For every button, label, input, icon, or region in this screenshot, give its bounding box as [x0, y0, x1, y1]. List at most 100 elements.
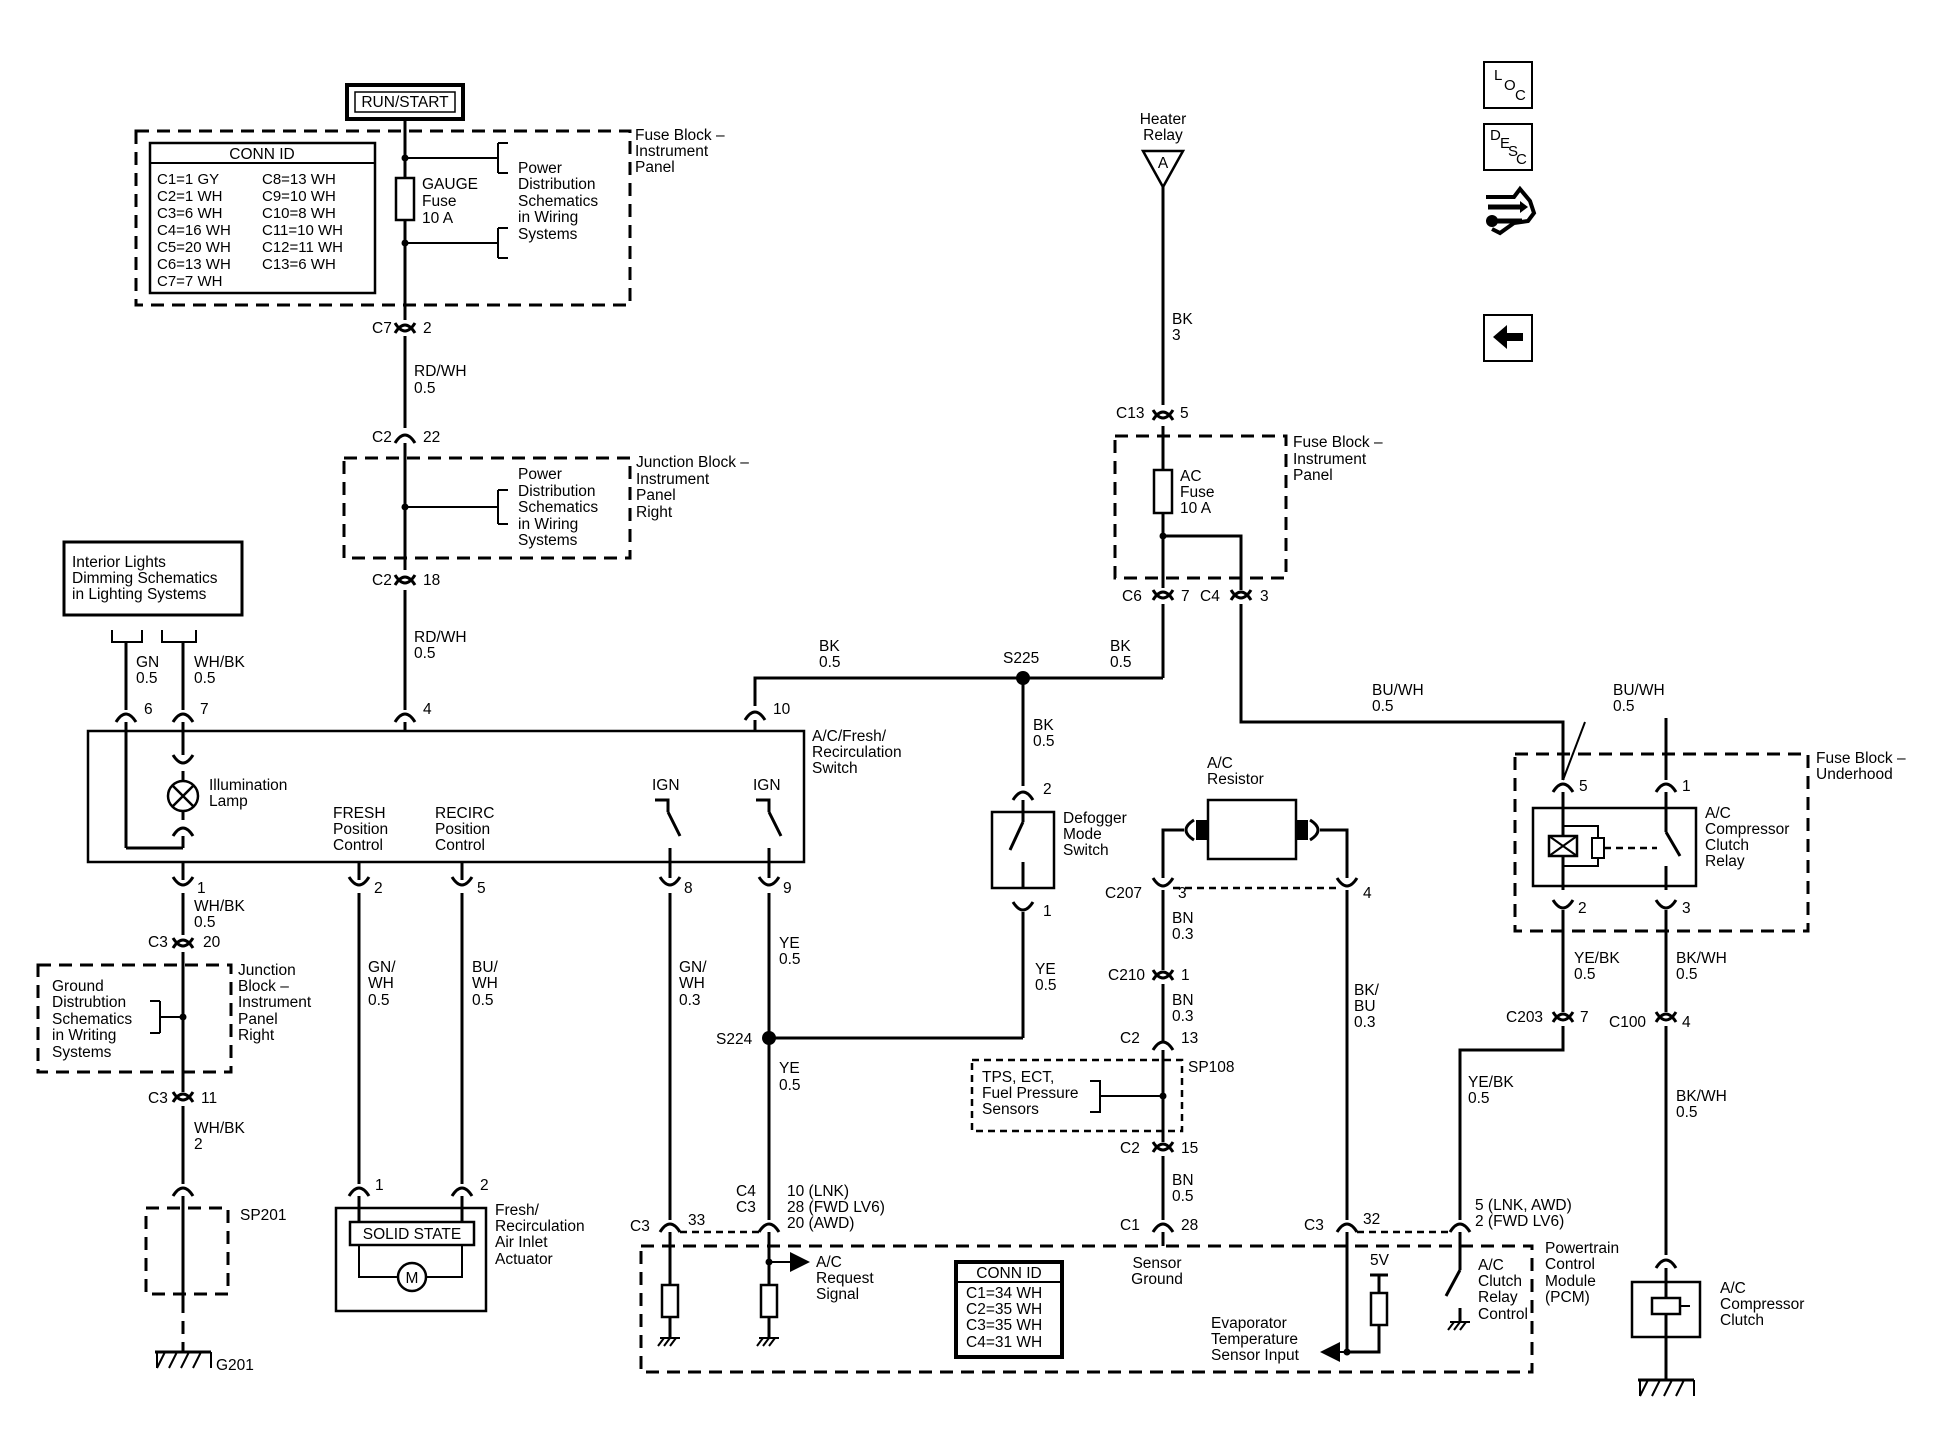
svg-text:8: 8: [684, 880, 693, 897]
svg-text:Temperature: Temperature: [1211, 1331, 1298, 1348]
svg-text:32: 32: [1363, 1211, 1380, 1228]
svg-text:33: 33: [688, 1212, 705, 1229]
svg-text:C3: C3: [148, 934, 168, 951]
svg-text:Clutch: Clutch: [1720, 1312, 1764, 1329]
wire-buwh: BU/ WH 0.5: [472, 959, 499, 1009]
pcm-module: [639, 1244, 1534, 1374]
gauge-fuse-label: GAUGE Fuse 10 A: [422, 176, 478, 227]
heater-relay-connector: [1140, 149, 1186, 190]
svg-text:(PCM): (PCM): [1545, 1289, 1590, 1306]
svg-text:Fuse: Fuse: [422, 193, 456, 210]
junction-block-label-2: Junction Block – Instrument Panel Right: [238, 962, 312, 1044]
svg-text:0.5: 0.5: [1110, 654, 1132, 671]
ac-fuse-label: AC Fuse 10 A: [1180, 468, 1214, 517]
svg-text:CONN ID: CONN ID: [229, 146, 294, 163]
svg-text:Control: Control: [1545, 1256, 1595, 1273]
svg-text:C4=31 WH: C4=31 WH: [966, 1334, 1042, 1351]
svg-text:Lamp: Lamp: [209, 793, 248, 810]
svg-text:0.5: 0.5: [1676, 966, 1698, 983]
svg-text:1: 1: [197, 880, 206, 897]
svg-text:C2=35 WH: C2=35 WH: [966, 1301, 1042, 1318]
svg-text:A/C: A/C: [1207, 755, 1233, 772]
svg-text:Systems: Systems: [518, 532, 578, 549]
power-dist-label-mid: Power Distribution Schematics in Wiring …: [518, 466, 598, 549]
svg-text:C5=20 WH: C5=20 WH: [157, 239, 231, 256]
arrow-left-icon: [1493, 325, 1523, 349]
svg-text:Fuse: Fuse: [1180, 484, 1214, 501]
svg-text:BK: BK: [1110, 638, 1131, 655]
svg-text:5: 5: [1180, 405, 1189, 422]
svg-text:C3: C3: [736, 1199, 756, 1216]
svg-text:AC: AC: [1180, 468, 1202, 485]
wire-gnwh: GN/ WH 0.5: [368, 959, 396, 1009]
ground-dist-label: Ground Distrubtion Schematics in Writing…: [52, 978, 132, 1061]
back-button[interactable]: [1483, 314, 1533, 362]
splice-s224: [762, 1031, 776, 1045]
svg-text:C12=11 WH: C12=11 WH: [262, 239, 343, 256]
svg-text:YE: YE: [1035, 961, 1056, 978]
svg-text:7: 7: [1580, 1009, 1589, 1026]
svg-text:2: 2: [1043, 781, 1052, 798]
svg-text:M: M: [406, 1270, 419, 1287]
svg-text:A: A: [1158, 155, 1169, 172]
svg-text:GN: GN: [136, 654, 159, 671]
svg-text:C13=6 WH: C13=6 WH: [262, 256, 336, 273]
svg-text:20 (AWD): 20 (AWD): [787, 1215, 854, 1232]
svg-text:10 A: 10 A: [422, 210, 454, 227]
svg-text:Block –: Block –: [238, 978, 289, 995]
svg-text:2: 2: [1578, 900, 1587, 917]
svg-text:3: 3: [1260, 588, 1269, 605]
svg-text:BU/WH: BU/WH: [1372, 682, 1424, 699]
svg-text:in Writing: in Writing: [52, 1027, 116, 1044]
svg-text:Power: Power: [518, 160, 562, 177]
svg-text:Schematics: Schematics: [52, 1011, 132, 1028]
svg-text:0.5: 0.5: [1574, 966, 1596, 983]
svg-text:0.3: 0.3: [1172, 1008, 1194, 1025]
svg-text:Position: Position: [333, 821, 388, 838]
svg-text:BU/: BU/: [472, 959, 499, 976]
diagnostics-icon[interactable]: [1480, 183, 1538, 241]
svg-text:Air Inlet: Air Inlet: [495, 1234, 548, 1251]
svg-text:BK/: BK/: [1354, 982, 1380, 999]
location-button[interactable]: L O C: [1483, 61, 1533, 109]
svg-text:C13: C13: [1116, 405, 1144, 422]
motor-icon: [396, 1261, 428, 1293]
svg-text:Systems: Systems: [52, 1044, 112, 1061]
svg-text:Control: Control: [333, 837, 383, 854]
svg-text:Schematics: Schematics: [518, 499, 598, 516]
svg-text:BN: BN: [1172, 1172, 1194, 1189]
svg-text:22: 22: [423, 429, 440, 446]
svg-text:RECIRC: RECIRC: [435, 805, 494, 822]
ac-resistor: [1206, 798, 1298, 861]
power-dist-label-top: Power Distribution Schematics in Wiring …: [518, 160, 598, 243]
svg-text:C1: C1: [1120, 1217, 1140, 1234]
svg-text:BK/WH: BK/WH: [1676, 1088, 1727, 1105]
svg-text:7: 7: [1181, 588, 1190, 605]
svg-text:Position: Position: [435, 821, 490, 838]
svg-text:Control: Control: [1478, 1306, 1528, 1323]
svg-text:Junction: Junction: [238, 962, 296, 979]
svg-text:C1=34 WH: C1=34 WH: [966, 1285, 1042, 1302]
svg-text:0.3: 0.3: [679, 992, 701, 1009]
svg-text:C6: C6: [1122, 588, 1142, 605]
svg-text:C3: C3: [1304, 1217, 1324, 1234]
desc-letter-c: C: [1516, 151, 1527, 168]
svg-text:Underhood: Underhood: [1816, 766, 1893, 783]
svg-text:C100: C100: [1609, 1014, 1646, 1031]
svg-text:Clutch: Clutch: [1478, 1273, 1522, 1290]
svg-text:Control: Control: [435, 837, 485, 854]
heater-relay-label: Heater Relay: [1140, 111, 1187, 144]
svg-text:GN/: GN/: [368, 959, 396, 976]
svg-text:IGN: IGN: [753, 777, 781, 794]
ac-fresh-recirc-switch: [86, 729, 806, 864]
svg-text:Systems: Systems: [518, 226, 578, 243]
svg-text:Fuse Block –: Fuse Block –: [635, 127, 725, 144]
svg-text:C2: C2: [1120, 1140, 1140, 1157]
svg-text:C3=35 WH: C3=35 WH: [966, 1317, 1042, 1334]
svg-text:15: 15: [1181, 1140, 1198, 1157]
description-button[interactable]: D E S C: [1483, 123, 1533, 171]
svg-text:C6=13 WH: C6=13 WH: [157, 256, 231, 273]
conn-id-table-top: CONN ID C1=1 GY C2=1 WH C3=6 WH C4=16 WH…: [148, 141, 377, 295]
svg-text:20: 20: [203, 934, 221, 951]
loc-letter-l: L: [1494, 67, 1503, 84]
